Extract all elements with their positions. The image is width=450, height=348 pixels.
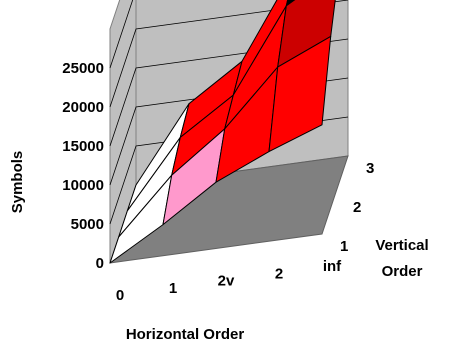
x-tick-label: 2 xyxy=(275,265,283,282)
x-axis-title: Horizontal Order xyxy=(126,326,245,343)
y-tick-label: 25000 xyxy=(62,60,104,77)
x-tick-label: 2v xyxy=(218,273,235,290)
y-axis-title: Symbols xyxy=(9,151,26,214)
depth-axis-title: Vertical xyxy=(375,237,428,254)
axis-labels: 0 5000 10000 15000 20000 25000 0 1 2v 2 inf 1 2 3Hori… xyxy=(9,60,429,343)
gridline xyxy=(109,0,134,69)
depth-axis-title: Order xyxy=(382,263,423,280)
y-tick-label: 0 xyxy=(96,255,104,272)
y-tick-label: 15000 xyxy=(62,138,104,155)
depth-tick-label: 2 xyxy=(353,199,361,216)
y-tick-label: 20000 xyxy=(62,99,104,116)
surface-cell xyxy=(268,35,332,153)
depth-tick-label: 3 xyxy=(366,160,374,177)
x-tick-label: 1 xyxy=(169,280,177,297)
y-tick-label: 5000 xyxy=(71,216,104,233)
x-tick-label: inf xyxy=(323,258,342,275)
surface-mesh xyxy=(109,0,336,264)
x-tick-label: 0 xyxy=(116,287,124,304)
depth-tick-label: 1 xyxy=(340,238,348,255)
y-tick-label: 10000 xyxy=(62,177,104,194)
